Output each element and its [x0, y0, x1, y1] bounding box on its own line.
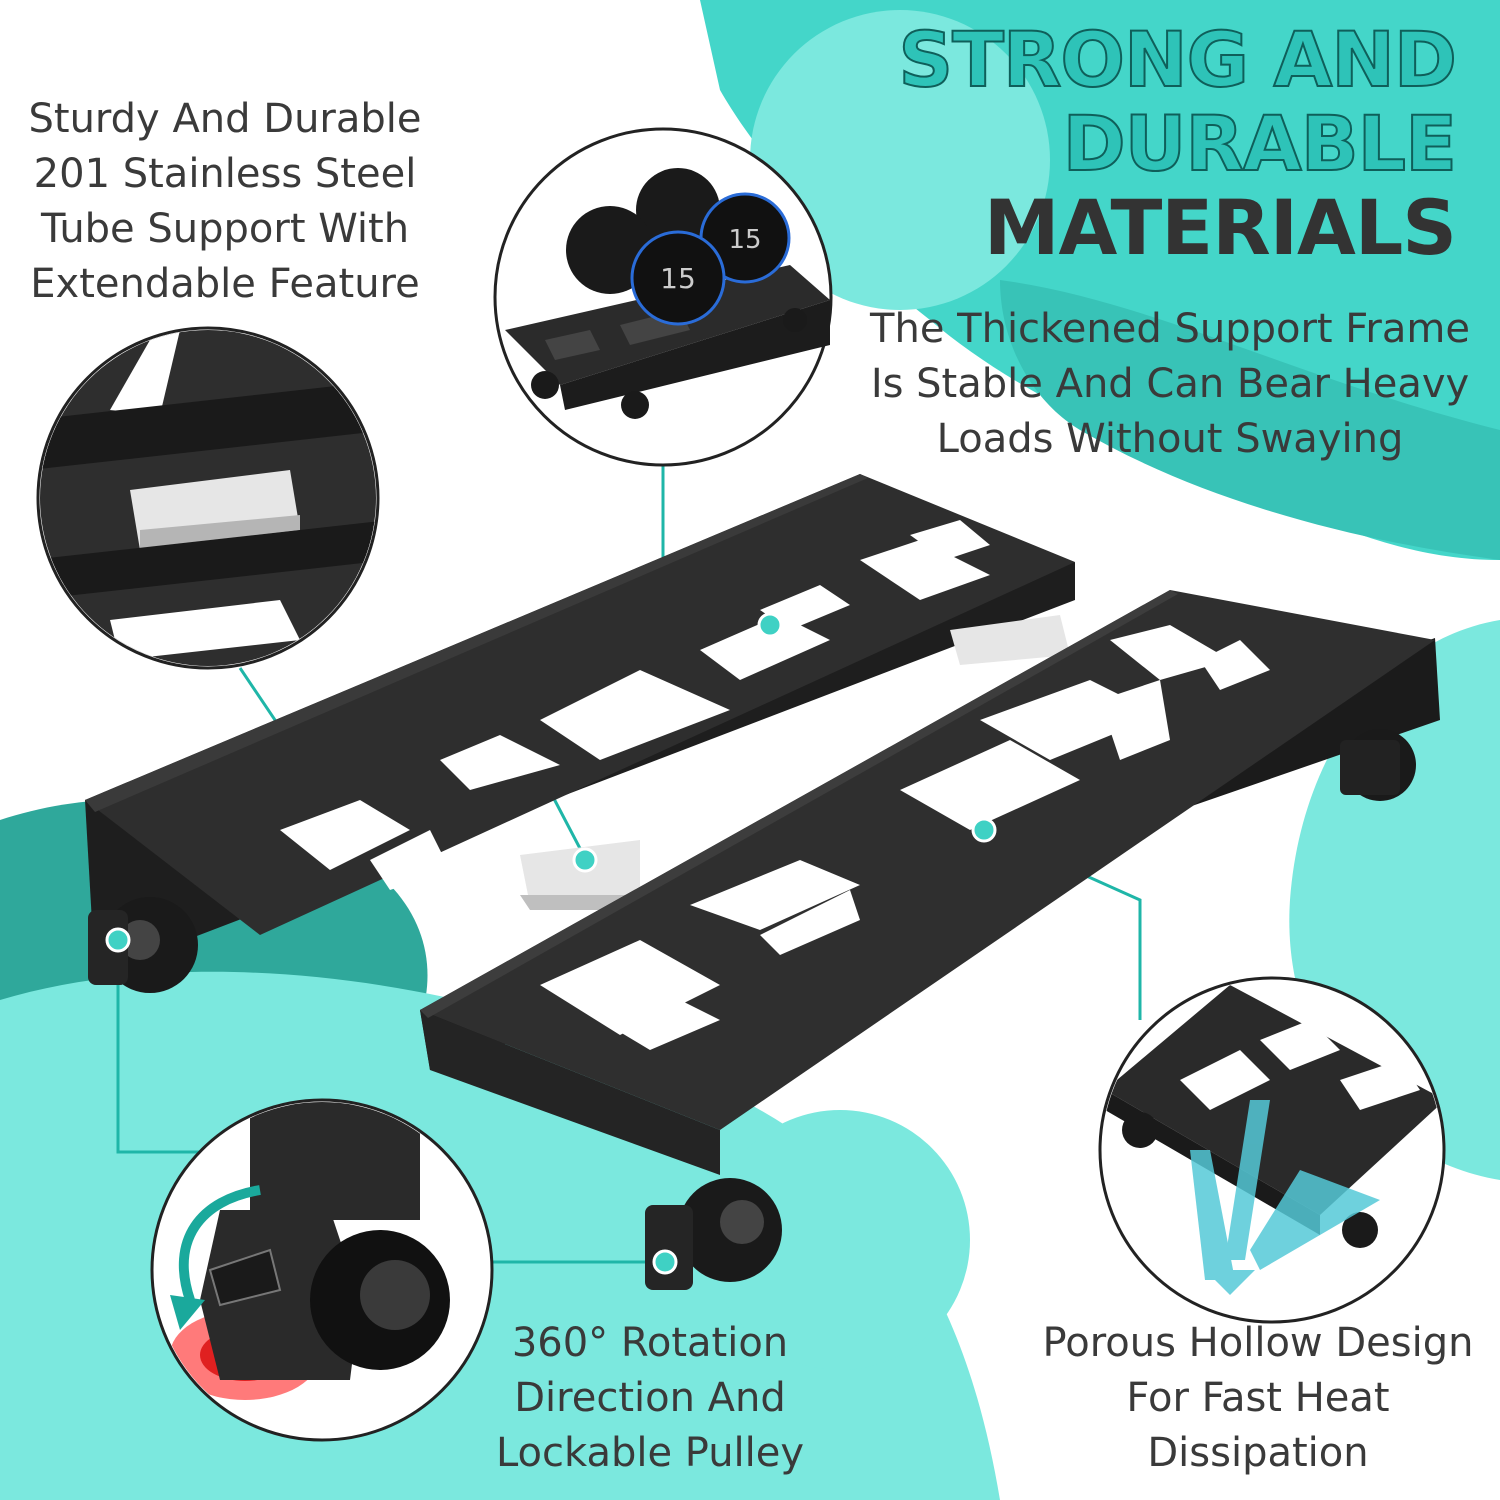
teal-blob-bottom-center — [710, 1110, 970, 1370]
hotspots — [105, 612, 997, 1275]
hotspot-wheel-left — [105, 927, 131, 953]
teal-blob-top-right-dark — [1000, 280, 1500, 560]
callout-text-frame-line: Is Stable And Can Bear Heavy — [870, 361, 1470, 407]
callout-tube-closeup — [36, 326, 380, 670]
callout-text-tube-line: Sturdy And Durable — [28, 96, 422, 142]
callout-text-wheel-line: Direction And — [514, 1375, 786, 1421]
callout-hollow-closeup — [1098, 976, 1446, 1324]
callout-text-hollow: Porous Hollow Design For Fast Heat Dissi… — [1020, 1316, 1496, 1481]
wheel-front-left — [88, 897, 198, 993]
rack-left-plate — [85, 474, 1075, 975]
callout-caster-closeup — [150, 1098, 494, 1442]
callout-text-frame-line: Loads Without Swaying — [936, 416, 1404, 462]
wheel-back-right — [1340, 729, 1416, 801]
dumbbell-back: 15 — [636, 168, 791, 284]
hotspot-wheel-right — [652, 1249, 678, 1275]
callout-text-tube-line: Tube Support With — [40, 206, 410, 252]
callout-dumbbells: 15 15 — [493, 127, 833, 467]
callout-text-hollow-line: Porous Hollow Design — [1042, 1320, 1474, 1366]
callout-text-hollow-line: Dissipation — [1147, 1430, 1369, 1476]
headline-line-2: DURABLE — [1062, 99, 1458, 188]
hotspot-hollow — [971, 817, 997, 843]
headline-line-3: MATERIALS — [983, 183, 1457, 272]
dumbbell-label-back: 15 — [728, 225, 761, 255]
callout-text-tube: Sturdy And Durable 201 Stainless Steel T… — [10, 92, 440, 312]
dumbbell-front: 15 — [566, 206, 726, 326]
callout-text-tube-line: Extendable Feature — [30, 261, 420, 307]
callout-text-wheel: 360° Rotation Direction And Lockable Pul… — [470, 1316, 830, 1481]
callout-text-frame-line: The Thickened Support Frame — [870, 306, 1470, 352]
dumbbell-label-front: 15 — [660, 262, 696, 295]
callout-text-hollow-line: For Fast Heat — [1126, 1375, 1390, 1421]
hotspot-frame — [757, 612, 783, 638]
wheel-front-right — [645, 1178, 782, 1290]
callout-text-wheel-line: 360° Rotation — [511, 1320, 789, 1366]
headline-line-1: STRONG AND — [897, 15, 1458, 104]
rack-right-plate — [420, 590, 1440, 1175]
teal-blob-top-center — [750, 10, 1050, 310]
callout-text-tube-line: 201 Stainless Steel — [33, 151, 417, 197]
headline: STRONG AND DURABLE MATERIALS — [897, 15, 1458, 272]
callout-text-wheel-line: Lockable Pulley — [495, 1430, 805, 1476]
hotspot-tube — [572, 847, 598, 873]
callout-text-frame: The Thickened Support Frame Is Stable An… — [850, 302, 1490, 467]
leader-line-wheel-left — [116, 940, 200, 1154]
